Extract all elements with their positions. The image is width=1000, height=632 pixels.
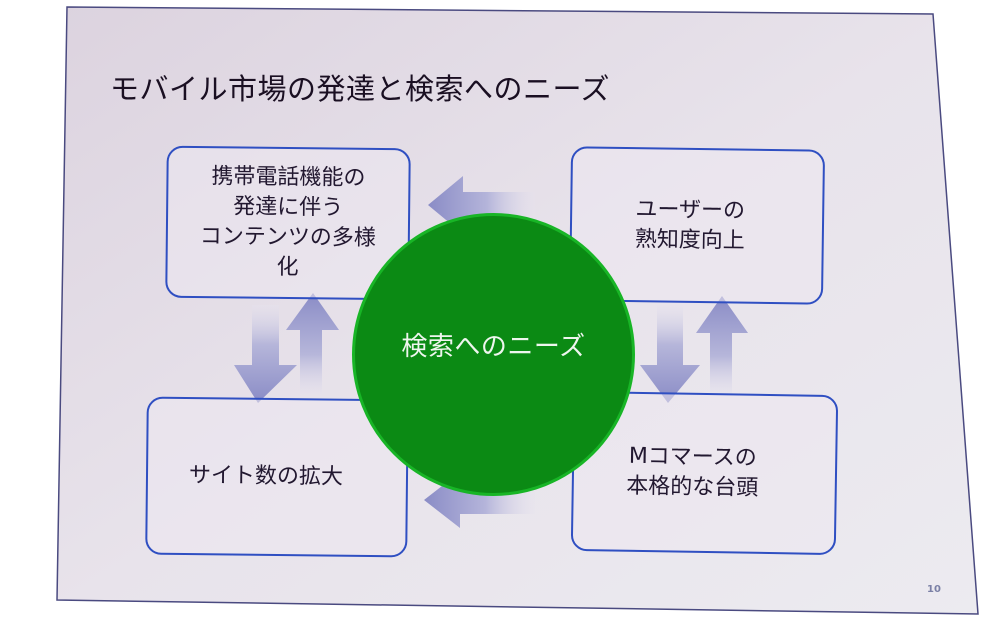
box-text-line: Mコマースの	[628, 443, 757, 471]
box-text-line: 携帯電話機能の	[211, 164, 366, 191]
center-circle-label: 検索へのニーズ	[401, 332, 586, 362]
box-text-line: ユーザーの	[635, 196, 746, 224]
box-text-line: 発達に伴う	[233, 194, 344, 221]
page-number: 10	[927, 584, 941, 595]
box-text-line: コンテンツの多様	[199, 224, 376, 251]
box-text-line: 熟知度向上	[634, 226, 745, 254]
slide-title: モバイル市場の発達と検索へのニーズ	[110, 72, 611, 106]
box-text-line: 本格的な台頭	[626, 473, 759, 501]
box-text-line: サイト数の拡大	[188, 463, 344, 490]
center-circle: 検索へのニーズ	[352, 213, 635, 496]
box-text-line: 化	[276, 254, 299, 281]
